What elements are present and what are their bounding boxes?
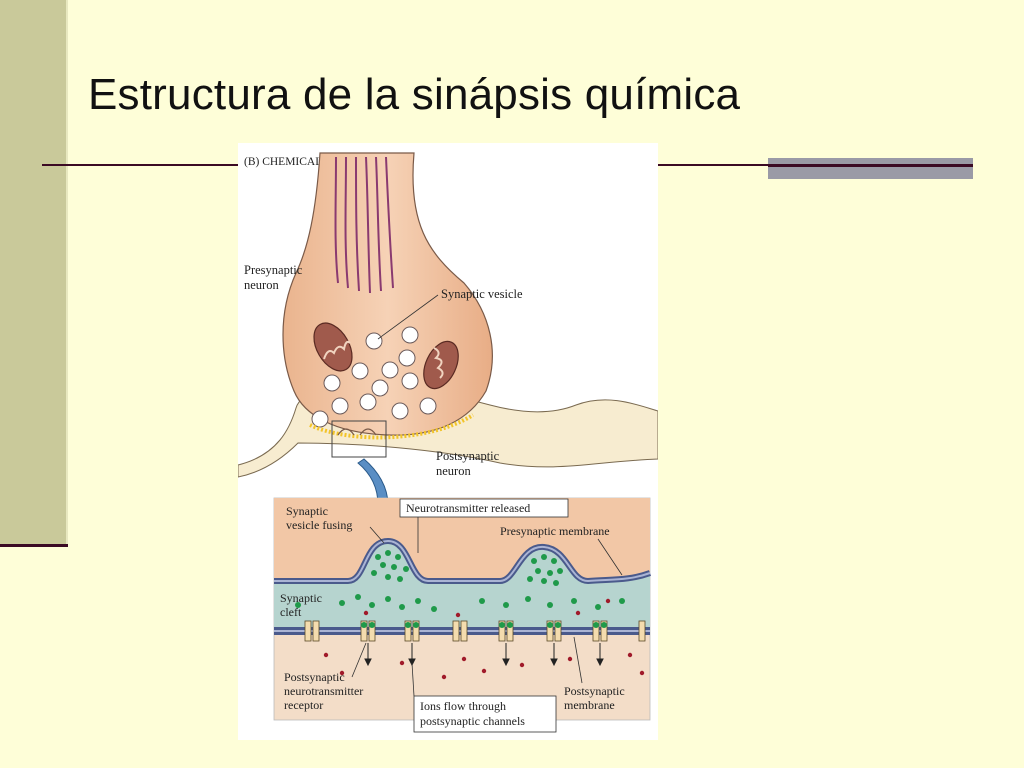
ion-flow-arrows [364, 643, 604, 667]
mitochondrion-icon [423, 340, 459, 390]
label-receptor: Postsynaptic [284, 670, 345, 684]
label-postsynaptic-membrane: Postsynaptic [564, 684, 625, 698]
label-presynaptic-neuron-2: neuron [244, 278, 279, 292]
neurotransmitter-molecules [295, 550, 625, 612]
zoom-box [331, 420, 387, 458]
label-synaptic-cleft-2: cleft [280, 605, 302, 619]
postsynaptic-density [309, 413, 475, 440]
postsynaptic-receptors [304, 620, 646, 642]
synapse-detail-panel [273, 497, 652, 721]
label-receptor-3: receptor [284, 698, 323, 712]
title-rule-right [768, 164, 973, 167]
label-vesicle-fusing-2: vesicle fusing [286, 518, 352, 532]
title-rule-left [42, 164, 242, 166]
label-neurotransmitter-released: Neurotransmitter released [406, 501, 530, 515]
label-ions-flow-2: postsynaptic channels [420, 714, 525, 728]
label-vesicle-fusing: Synaptic [286, 504, 328, 518]
label-presynaptic-neuron: Presynaptic [244, 263, 303, 277]
ions-flow-callout [413, 695, 557, 733]
label-postsynaptic-membrane-2: membrane [564, 698, 615, 712]
title-rule-middle [658, 164, 770, 166]
axon-filaments [334, 156, 394, 294]
pointer-line [377, 294, 439, 340]
label-synaptic-cleft: Synaptic [280, 591, 322, 605]
chemical-synapse-diagram: (B) CHEMICAL SYNAPSE [238, 143, 658, 740]
synaptic-vesicles [311, 326, 437, 428]
neurotransmitter-released-callout [399, 498, 569, 518]
label-receptor-2: neurotransmitter [284, 684, 363, 698]
ion-particles [323, 598, 645, 680]
label-postsynaptic-neuron: Postsynaptic [436, 449, 500, 463]
sidebar-foot-line [0, 544, 68, 547]
label-ions-flow: Ions flow through [420, 699, 506, 713]
title-rule-bar [768, 158, 973, 179]
slide-title: Estructura de la sinápsis química [88, 70, 741, 119]
sidebar-edge [66, 0, 68, 546]
sidebar-decoration [0, 0, 66, 546]
label-postsynaptic-neuron-2: neuron [436, 464, 471, 478]
label-synaptic-vesicle: Synaptic vesicle [441, 287, 523, 301]
mitochondrion-icon [313, 322, 353, 372]
label-presynaptic-membrane: Presynaptic membrane [500, 524, 610, 538]
